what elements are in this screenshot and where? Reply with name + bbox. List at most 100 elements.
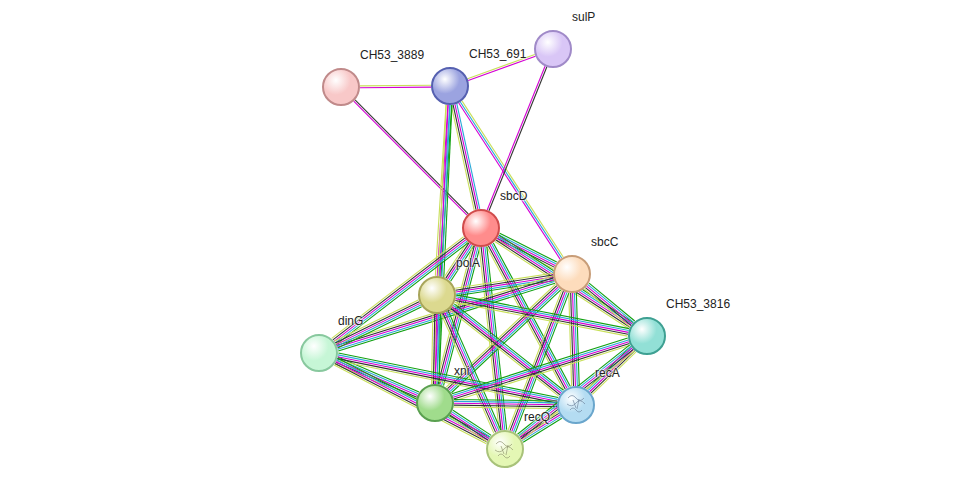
evidence-line [338, 307, 422, 348]
evidence-line [335, 302, 419, 343]
protein-label: polA [456, 256, 480, 270]
evidence-line [587, 286, 633, 324]
evidence-line [589, 283, 635, 321]
evidence-line [336, 303, 420, 344]
evidence-line [489, 67, 547, 211]
evidence-line [588, 285, 634, 323]
evidence-line [585, 288, 631, 326]
evidence-line [456, 295, 629, 329]
evidence-line [337, 305, 421, 346]
interaction-edge [487, 66, 547, 210]
evidence-line [453, 340, 629, 396]
evidence-line [334, 300, 418, 341]
evidence-line [519, 346, 631, 435]
protein-label: recA [595, 366, 620, 380]
evidence-line [457, 104, 480, 209]
evidence-line [332, 237, 464, 339]
evidence-line [454, 345, 630, 401]
protein-label: CH53_691 [469, 47, 526, 61]
protein-node: dinG [300, 334, 338, 372]
protein-label: sbcD [500, 189, 527, 203]
evidence-line [590, 349, 634, 392]
evidence-line [459, 103, 560, 259]
protein-label: dinG [338, 314, 363, 328]
evidence-line [454, 405, 557, 406]
evidence-line [450, 415, 488, 440]
evidence-line [451, 308, 560, 394]
evidence-line [454, 403, 557, 404]
protein-label: sbcC [591, 235, 618, 249]
evidence-line [462, 101, 563, 257]
evidence-line [433, 105, 446, 384]
protein-node: recA [557, 386, 595, 424]
interaction-edge [360, 85, 431, 88]
protein-node: recQ [486, 430, 524, 468]
evidence-line [335, 363, 487, 442]
evidence-line [521, 349, 633, 438]
protein-node: sulP [534, 30, 572, 68]
evidence-line [454, 399, 557, 400]
protein-node: xni [416, 384, 454, 422]
evidence-line [336, 276, 553, 344]
interaction-edge [449, 410, 491, 441]
interaction-edge [451, 104, 479, 210]
interaction-edge [454, 399, 557, 408]
interaction-edge [518, 345, 635, 440]
evidence-line [454, 401, 557, 402]
interaction-edge [452, 338, 630, 401]
evidence-line [520, 348, 632, 437]
evidence-line [588, 348, 632, 391]
evidence-line [338, 358, 490, 437]
evidence-line [591, 351, 635, 394]
evidence-line [487, 66, 545, 210]
evidence-line [439, 105, 452, 384]
evidence-line [455, 301, 628, 335]
evidence-line [437, 105, 450, 384]
evidence-line [518, 345, 630, 434]
evidence-line [435, 314, 436, 384]
evidence-line [454, 407, 557, 408]
protein-label: CH53_3816 [666, 297, 730, 311]
evidence-line [453, 342, 629, 398]
protein-node: polA [418, 276, 456, 314]
evidence-line [360, 85, 431, 87]
structure-sketch [567, 396, 585, 413]
protein-node: CH53_691 [431, 67, 469, 105]
evidence-line [443, 313, 496, 432]
protein-node: sbcD [462, 209, 500, 247]
protein-label: sulP [572, 10, 595, 24]
interaction-edge [479, 246, 506, 430]
interaction-edge [334, 300, 421, 348]
protein-structure [567, 396, 585, 413]
interaction-edge [584, 283, 635, 327]
evidence-line [522, 351, 634, 440]
evidence-line [454, 344, 630, 400]
evidence-line [452, 412, 490, 437]
protein-node: sbcC [553, 255, 591, 293]
protein-label: xni [454, 364, 469, 378]
evidence-line [460, 102, 561, 258]
protein-structure [495, 442, 513, 459]
interaction-edge [496, 233, 557, 269]
interaction-edge [459, 101, 564, 259]
protein-node: CH53_3889 [322, 68, 360, 106]
evidence-line [445, 312, 498, 431]
evidence-line [498, 237, 555, 266]
evidence-line [569, 293, 572, 386]
interaction-edge [569, 293, 579, 386]
evidence-line [455, 302, 628, 336]
evidence-line [451, 413, 489, 438]
evidence-line [587, 347, 631, 390]
evidence-line [592, 352, 636, 395]
evidence-line [433, 314, 434, 384]
protein-label: CH53_3889 [360, 48, 424, 62]
protein-node: CH53_3816 [628, 317, 666, 355]
protein-label: recQ [524, 410, 550, 424]
evidence-line [435, 105, 448, 384]
structure-sketch [495, 442, 513, 459]
evidence-line [360, 87, 431, 89]
evidence-line [449, 417, 487, 442]
